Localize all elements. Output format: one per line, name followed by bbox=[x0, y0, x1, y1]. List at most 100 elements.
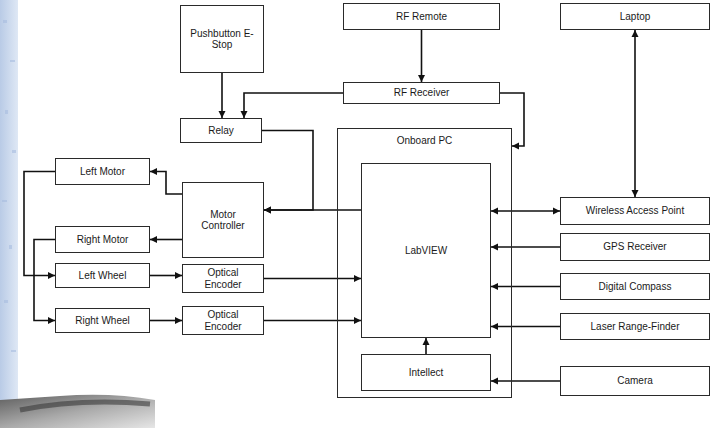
arrowhead bbox=[491, 323, 498, 330]
relay-box: Relay bbox=[180, 118, 262, 143]
laptop-box: Laptop bbox=[560, 3, 710, 30]
node-label: GPS Receiver bbox=[603, 241, 666, 253]
connector-line bbox=[491, 286, 560, 288]
arrowhead bbox=[553, 208, 560, 215]
photo-fragment bbox=[0, 395, 155, 428]
connector-line bbox=[262, 131, 313, 211]
connector bbox=[150, 236, 182, 243]
connector-line bbox=[264, 320, 361, 322]
arrowhead bbox=[418, 75, 425, 82]
connector-line bbox=[264, 278, 361, 280]
node-label: Onboard PC bbox=[397, 135, 453, 147]
arrowhead bbox=[150, 168, 157, 175]
connector bbox=[632, 30, 639, 197]
connector bbox=[491, 283, 560, 290]
connector-line bbox=[244, 93, 343, 118]
node-label: Wireless Access Point bbox=[586, 205, 684, 217]
connector bbox=[491, 378, 560, 385]
wheel-box: Right Wheel bbox=[55, 308, 150, 333]
sensor-box: Laser Range-Finder bbox=[560, 313, 710, 340]
connector bbox=[418, 30, 425, 82]
node-label: Pushbutton E-Stop bbox=[185, 28, 259, 51]
controller-box: Motor Controller bbox=[182, 182, 264, 258]
node-label: Digital Compass bbox=[599, 281, 672, 293]
node-label: RF Receiver bbox=[394, 87, 450, 99]
node-label: RF Remote bbox=[396, 11, 447, 23]
pc-enclosure: Onboard PC LabVIEW Intellect bbox=[337, 128, 512, 398]
connector-line bbox=[264, 209, 361, 211]
receiver-box: RF Receiver bbox=[343, 82, 500, 104]
node-label: Motor Controller bbox=[192, 209, 254, 232]
node-label: Optical Encoder bbox=[192, 309, 254, 332]
arrowhead bbox=[175, 272, 182, 279]
arrowhead bbox=[354, 317, 361, 324]
arrowhead bbox=[354, 275, 361, 282]
arrowhead bbox=[491, 378, 498, 385]
arrowhead bbox=[632, 190, 639, 197]
connector bbox=[150, 272, 182, 279]
connector bbox=[241, 93, 344, 118]
connector bbox=[423, 338, 430, 354]
arrowhead bbox=[150, 236, 157, 243]
arrowhead bbox=[48, 272, 55, 279]
node-label: Intellect bbox=[409, 367, 443, 379]
node-label: Optical Encoder bbox=[192, 267, 254, 290]
connector bbox=[264, 275, 361, 282]
estop-button: Pushbutton E-Stop bbox=[180, 5, 264, 73]
connector bbox=[150, 168, 182, 194]
connector-line bbox=[491, 326, 560, 328]
arrowhead bbox=[632, 30, 639, 37]
wheel-box: Left Wheel bbox=[55, 263, 150, 288]
connector-line bbox=[421, 30, 423, 82]
node-label: Right Motor bbox=[77, 234, 129, 246]
strip-texture bbox=[2, 20, 16, 352]
node-label: Camera bbox=[617, 375, 653, 387]
connector-line bbox=[150, 172, 182, 195]
arrowhead bbox=[491, 283, 498, 290]
connector-line bbox=[34, 240, 55, 321]
arrowhead bbox=[264, 207, 271, 214]
connector bbox=[491, 208, 560, 215]
textured-strip bbox=[0, 0, 18, 428]
connector-line bbox=[491, 246, 560, 248]
connector-line bbox=[491, 210, 560, 212]
connector bbox=[491, 323, 560, 330]
arrowhead bbox=[175, 317, 182, 324]
connector bbox=[264, 207, 361, 214]
encoder-box: Optical Encoder bbox=[182, 264, 264, 293]
arrowhead bbox=[48, 317, 55, 324]
connector bbox=[491, 244, 560, 251]
node-label: LabVIEW bbox=[405, 245, 447, 257]
arrowhead bbox=[264, 207, 271, 214]
arrowhead bbox=[491, 208, 498, 215]
connector bbox=[262, 131, 313, 214]
motor-box: Left Motor bbox=[55, 158, 150, 185]
connector bbox=[34, 240, 55, 325]
node-label: Left Wheel bbox=[79, 270, 127, 282]
arrowhead bbox=[219, 111, 226, 118]
access-point-box: Wireless Access Point bbox=[560, 197, 710, 225]
arrowhead bbox=[512, 143, 519, 150]
motor-box: Right Motor bbox=[55, 226, 150, 253]
connector bbox=[264, 317, 361, 324]
sensor-box: Camera bbox=[560, 366, 710, 396]
connector-line bbox=[634, 30, 636, 197]
sensor-box: GPS Receiver bbox=[560, 233, 710, 261]
node-label: Laptop bbox=[620, 11, 651, 23]
photo-detail bbox=[20, 402, 150, 410]
connector bbox=[500, 93, 524, 150]
arrowhead bbox=[491, 244, 498, 251]
node-label: Right Wheel bbox=[75, 315, 129, 327]
node-label: Relay bbox=[208, 125, 234, 137]
arrowhead bbox=[423, 338, 430, 345]
connector bbox=[150, 317, 182, 324]
connector bbox=[219, 73, 226, 118]
sensor-box: Digital Compass bbox=[560, 273, 710, 300]
encoder-box: Optical Encoder bbox=[182, 306, 264, 335]
node-label: Laser Range-Finder bbox=[591, 321, 680, 333]
node-label: Left Motor bbox=[80, 166, 125, 178]
remote-box: RF Remote bbox=[343, 3, 500, 30]
connector-line bbox=[491, 380, 560, 382]
connector-line bbox=[500, 93, 524, 146]
